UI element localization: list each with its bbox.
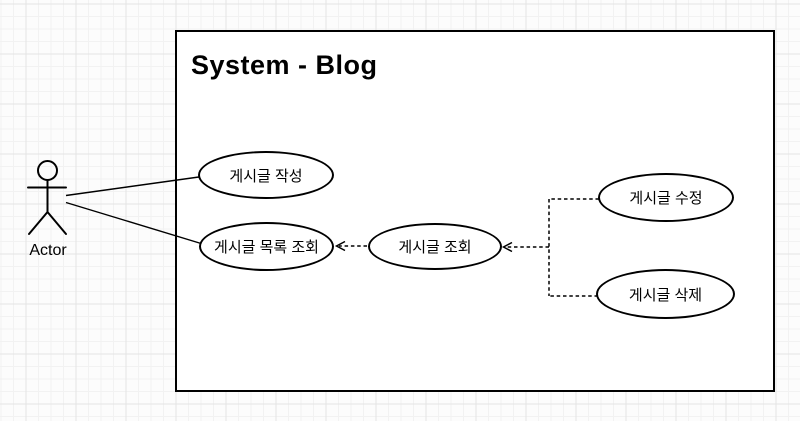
actor-leg-left xyxy=(28,211,49,235)
association-actor-list xyxy=(65,201,207,246)
system-title: System - Blog xyxy=(191,50,378,80)
usecase-read-post-label: 게시글 조회 xyxy=(398,239,472,256)
usecase-write-post: 게시글 작성 xyxy=(198,151,334,199)
actor-label: Actor xyxy=(29,242,67,259)
usecase-update-post-label: 게시글 수정 xyxy=(629,190,703,207)
arrowhead-to-read xyxy=(501,241,513,253)
usecase-list-posts: 게시글 목록 조회 xyxy=(199,222,334,271)
usecase-delete-post: 게시글 삭제 xyxy=(596,269,735,319)
actor-figure xyxy=(27,160,67,235)
usecase-update-post: 게시글 수정 xyxy=(598,173,734,222)
actor-head xyxy=(37,160,58,181)
usecase-list-posts-label: 게시글 목록 조회 xyxy=(214,239,319,256)
usecase-write-post-label: 게시글 작성 xyxy=(229,167,303,185)
usecase-read-post: 게시글 조회 xyxy=(368,223,502,270)
actor-leg-right xyxy=(46,211,67,235)
association-actor-write xyxy=(65,175,207,197)
usecase-delete-post-label: 게시글 삭제 xyxy=(628,286,703,304)
arrowhead-to-list xyxy=(334,240,346,252)
